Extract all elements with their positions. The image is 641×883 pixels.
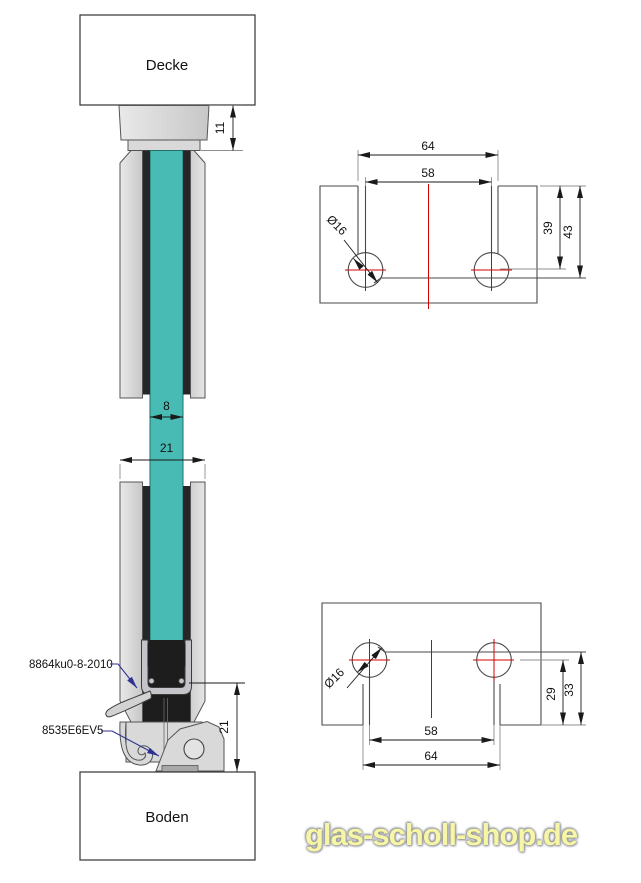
dim-profile-width: 21 <box>119 441 206 479</box>
dim-slot-depth-top: 43 <box>561 186 583 278</box>
dim-slot-depth-bottom-label: 33 <box>562 683 576 697</box>
gasket-tail-strip <box>105 690 152 718</box>
dim-glass-thickness-label: 8 <box>163 399 170 413</box>
dim-outer-width-bottom-label: 64 <box>424 749 438 763</box>
gasket-wedge-left <box>147 643 153 667</box>
dim-hole-diameter-bottom: Ø16 <box>321 647 383 691</box>
dim-hole-diameter-bottom-label: Ø16 <box>321 665 347 691</box>
dim-hole-diameter-top: Ø16 <box>324 212 378 283</box>
floor-label: Boden <box>145 809 188 826</box>
dim-outer-width-top: 64 <box>357 139 499 181</box>
dim-hole-center-depth-bottom: 29 <box>520 659 586 726</box>
gasket-wedge-right <box>180 643 186 667</box>
dim-outer-width-bottom: 64 <box>362 725 501 770</box>
shop-watermark: glas-scholl-shop.de <box>305 817 578 852</box>
floor-plate-outline <box>321 602 542 726</box>
floor-box <box>79 771 256 861</box>
dim-hole-center-depth-bottom-label: 29 <box>544 687 558 701</box>
ceiling-label: Decke <box>146 57 189 74</box>
dim-slot-depth-top-label: 43 <box>561 225 575 239</box>
dim-floor-height: 21 <box>189 682 245 772</box>
dim-hole-center-depth-top-label: 39 <box>541 221 555 235</box>
dim-hole-spacing-bottom-label: 58 <box>424 724 438 738</box>
gasket-bead-left <box>148 677 155 685</box>
dim-hole-spacing-top-label: 58 <box>421 166 435 180</box>
part-label-floor-gasket: 8535E6EV5 <box>42 725 103 737</box>
lower-gasket-right <box>183 486 191 643</box>
ceiling-mount-block <box>118 105 210 141</box>
upper-profile-right <box>190 150 206 399</box>
dim-slot-depth-bottom: 33 <box>562 652 584 725</box>
glass-panel <box>149 150 184 681</box>
floor-plate-view: 58 64 Ø16 29 33 <box>321 602 586 770</box>
part-label-glass-gasket: 8864ku0-8-2010 <box>29 659 113 671</box>
upper-gasket-left <box>142 150 150 395</box>
lower-profile-left <box>119 481 143 723</box>
shoe-base-slot <box>161 765 199 772</box>
ceiling-mount-step <box>127 139 201 151</box>
dim-hole-diameter-top-label: Ø16 <box>324 212 350 238</box>
upper-gasket-right <box>183 150 191 395</box>
dim-ceiling-engagement: 11 <box>201 105 243 151</box>
leader-glass-gasket <box>110 663 138 689</box>
section-view: Decke Boden <box>29 14 256 861</box>
shoe-hook-lip <box>119 721 153 766</box>
upper-profile-left <box>119 150 143 399</box>
centerlines <box>349 639 514 718</box>
lower-profile-right <box>190 481 206 723</box>
centerlines <box>345 184 512 309</box>
dim-hole-center-depth-top: 39 <box>500 185 586 270</box>
leader-floor-gasket <box>101 730 160 757</box>
dim-glass-thickness: 8 <box>150 399 183 420</box>
dim-hole-spacing-top: 58 <box>365 166 492 186</box>
dim-hole-spacing-bottom: 58 <box>369 724 495 745</box>
dim-ceiling-engagement-label: 11 <box>213 121 227 134</box>
lower-gasket-left <box>142 486 150 643</box>
ceiling-box <box>79 14 256 106</box>
dim-floor-height-label: 21 <box>217 720 231 734</box>
dim-outer-width-top-label: 64 <box>421 139 435 153</box>
ceiling-plate-view: 64 58 Ø16 39 43 <box>319 139 586 309</box>
dim-profile-width-label: 21 <box>160 441 174 455</box>
gasket-bead-right <box>178 677 185 685</box>
clamp-roller-hole <box>183 738 205 760</box>
